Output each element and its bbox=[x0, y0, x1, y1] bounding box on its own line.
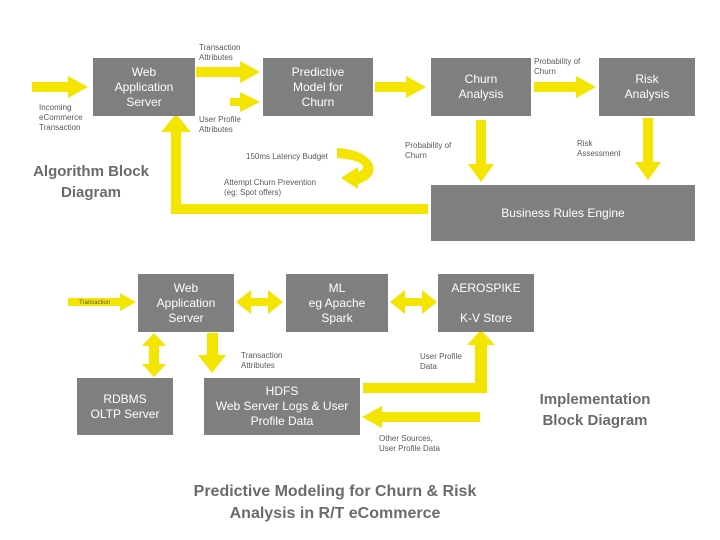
impl-label-other-sources: Other Sources, User Profile Data bbox=[379, 434, 440, 453]
label-user-profile-attributes: User Profile Attributes bbox=[199, 115, 241, 134]
algo-predictive-model-box: Predictive Model for Churn bbox=[263, 58, 373, 116]
label-risk-assessment: Risk Assessment bbox=[577, 139, 621, 158]
impl-rdbms-oltp-box: RDBMS OLTP Server bbox=[77, 378, 173, 435]
arrow-predictive-to-churn bbox=[375, 76, 426, 98]
label-transaction-attributes: Transaction Attributes bbox=[199, 43, 241, 62]
algo-web-application-server-box: Web Application Server bbox=[93, 58, 195, 116]
label-incoming-transaction: Incoming eCommerce Transaction bbox=[39, 103, 83, 132]
algo-business-rules-engine-box: Business Rules Engine bbox=[431, 185, 695, 241]
algorithm-block-diagram-title: Algorithm Block Diagram bbox=[33, 163, 149, 201]
arrow-rules-to-web bbox=[161, 114, 428, 214]
arrow-ml-aerospike-bidirectional bbox=[390, 290, 437, 314]
arrow-churn-to-risk bbox=[534, 76, 596, 98]
label-probability-of-churn-side: Probability of Churn bbox=[405, 141, 452, 160]
impl-ml-spark-box: ML eg Apache Spark bbox=[286, 274, 388, 332]
arrow-risk-to-rules bbox=[635, 118, 661, 180]
arrow-churn-to-rules bbox=[468, 120, 494, 182]
arrow-hdfs-to-aerospike bbox=[363, 330, 495, 393]
arrow-web-ml-bidirectional bbox=[236, 290, 283, 314]
arrow-transaction-to-predictive bbox=[196, 61, 260, 83]
label-attempt-churn-prevention: Attempt Churn Prevention (eg: Spot offer… bbox=[224, 178, 317, 197]
arrow-userprofile-to-predictive bbox=[230, 92, 260, 112]
impl-label-user-profile-data: User Profile Data bbox=[420, 352, 462, 371]
impl-web-application-server-box: Web Application Server bbox=[138, 274, 234, 332]
impl-aerospike-kv-store-box: AEROSPIKE K-V Store bbox=[438, 274, 534, 332]
algo-risk-analysis-box: Risk Analysis bbox=[599, 58, 695, 116]
arrow-incoming-to-web bbox=[32, 76, 88, 98]
transaction-tag-label: Transaction bbox=[79, 300, 111, 306]
label-probability-of-churn-top: Probability of Churn bbox=[534, 57, 581, 76]
algo-churn-analysis-box: Churn Analysis bbox=[431, 58, 531, 116]
impl-hdfs-box: HDFS Web Server Logs & User Profile Data bbox=[204, 378, 360, 435]
implementation-block-diagram-title: Implementation Block Diagram bbox=[539, 391, 651, 429]
latency-loop-arrow bbox=[337, 148, 374, 189]
footer-title: Predictive Modeling for Churn & Risk Ana… bbox=[193, 483, 477, 522]
arrow-web-rdbms-bidirectional bbox=[142, 333, 166, 377]
label-latency-budget: 150ms Latency Budget bbox=[246, 152, 328, 161]
arrow-web-to-hdfs bbox=[198, 333, 226, 373]
arrow-transaction-to-web bbox=[68, 293, 136, 311]
impl-label-transaction-attributes: Transaction Attributes bbox=[241, 351, 283, 370]
arrow-other-sources-to-hdfs bbox=[362, 406, 480, 428]
